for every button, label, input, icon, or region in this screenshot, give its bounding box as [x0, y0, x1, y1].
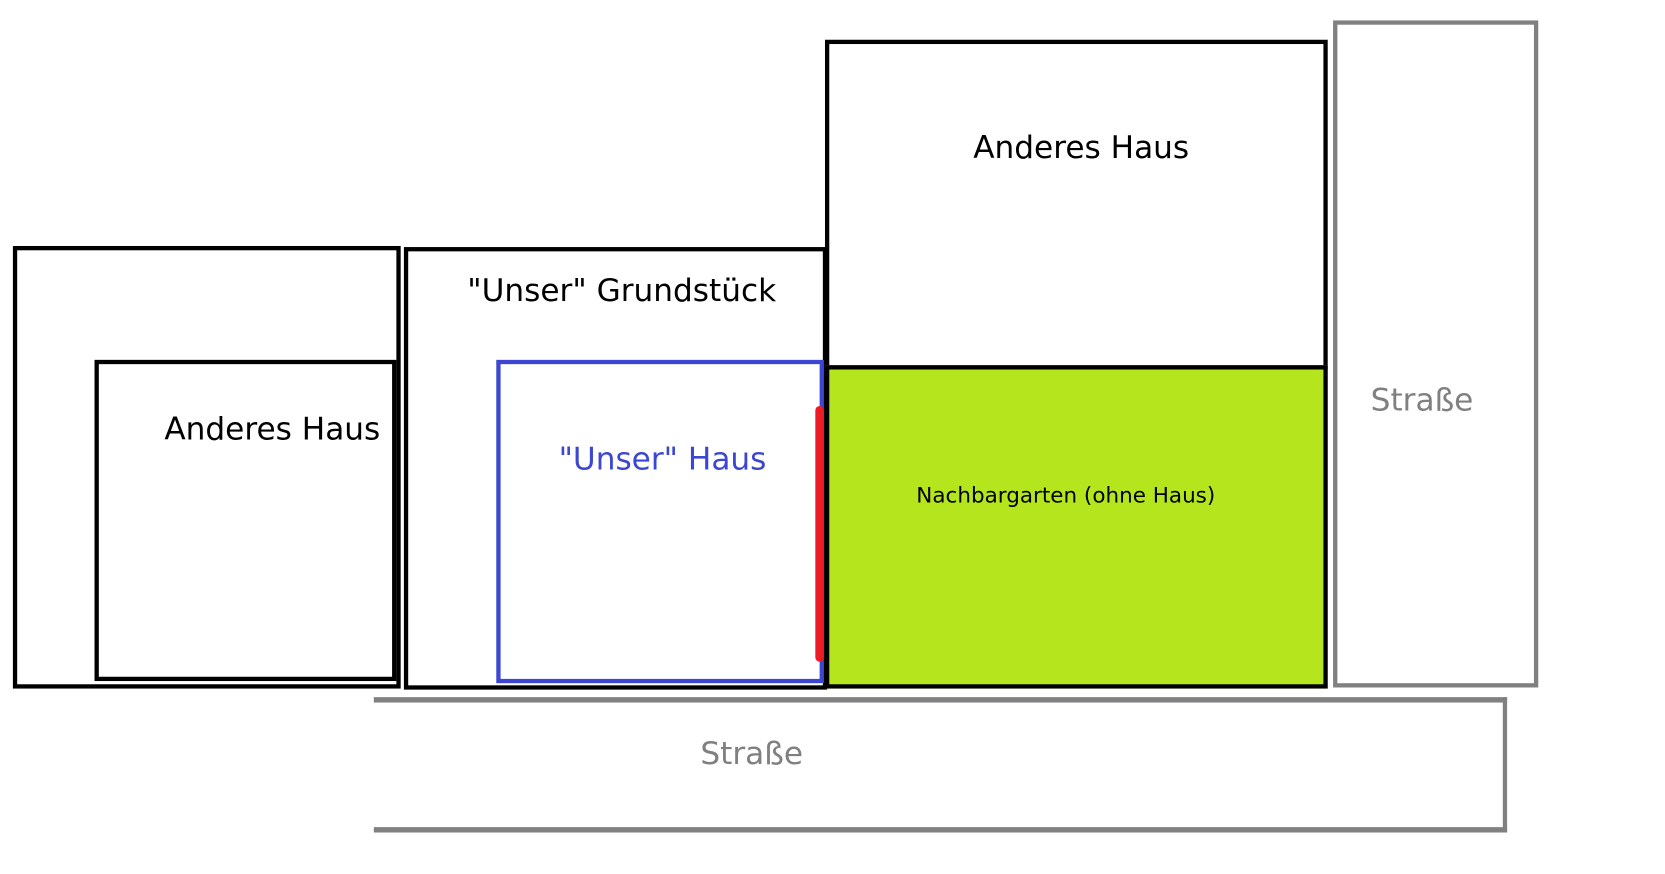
street-right	[1333, 20, 1539, 688]
neighbor-garden-label: Nachbargarten (ohne Haus)	[916, 482, 1216, 509]
our-plot-label: "Unser" Grundstück	[467, 271, 777, 309]
left-house	[94, 359, 397, 682]
street-bottom-label: Straße	[700, 734, 804, 772]
left-plot	[12, 245, 401, 689]
top-house-label: Anderes Haus	[973, 128, 1190, 166]
neighbor-garden	[824, 365, 1328, 689]
street-bottom	[373, 697, 1508, 833]
top-house	[824, 39, 1328, 370]
street-right-label: Straße	[1370, 381, 1474, 418]
boundary-line	[815, 406, 824, 662]
our-house-label: "Unser" Haus	[558, 440, 767, 477]
left-house-label: Anderes Haus	[164, 410, 381, 447]
our-house	[496, 359, 824, 684]
